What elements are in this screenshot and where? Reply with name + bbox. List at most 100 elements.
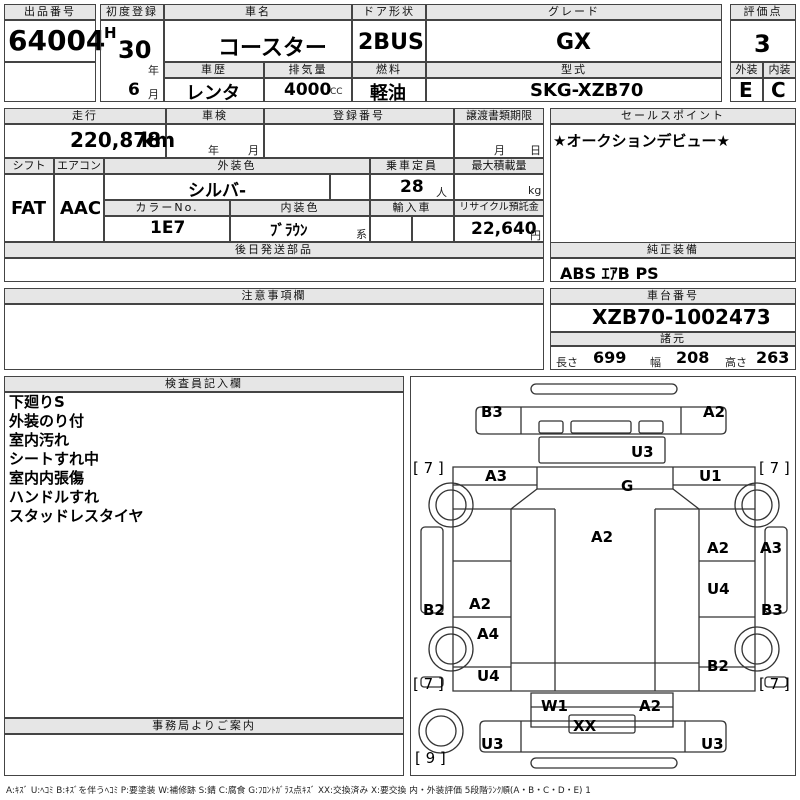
history-header: 車歴 xyxy=(164,62,264,78)
length: 699 xyxy=(593,348,627,367)
history: レンタ xyxy=(186,83,240,104)
exterior-grade: E xyxy=(739,78,753,102)
color-no: 1E7 xyxy=(150,218,186,238)
int-color-cell xyxy=(230,216,370,242)
equipment: ABS ｴｱB PS xyxy=(560,264,659,283)
lot-no-blank xyxy=(4,62,96,102)
damage-mark: B2 xyxy=(423,601,445,619)
car-name: コースター xyxy=(218,36,327,61)
damage-mark: U4 xyxy=(707,580,730,598)
damage-mark: U3 xyxy=(481,735,504,753)
bus-outline xyxy=(418,383,788,769)
lot-no: 64004 xyxy=(8,24,106,57)
fuel: 軽油 xyxy=(370,83,406,104)
inspection-month-unit: 月 xyxy=(248,144,259,157)
ac-cell xyxy=(54,174,104,242)
model-header: 型式 xyxy=(426,62,722,78)
displacement-unit: CC xyxy=(330,87,343,97)
shift-cell xyxy=(4,174,54,242)
era: H xyxy=(104,24,117,42)
car-name-header: 車名 xyxy=(164,4,352,20)
mileage-cell xyxy=(4,124,166,158)
door-cell xyxy=(352,20,426,62)
damage-mark: B3 xyxy=(481,403,503,421)
tire-depth: [ 9 ] xyxy=(415,749,446,767)
damage-mark: A4 xyxy=(477,625,500,643)
equipment-cell xyxy=(550,258,796,282)
capacity: 28 xyxy=(400,177,424,197)
tire-depth: [ 7 ] xyxy=(413,675,444,693)
transfer-day-unit: 日 xyxy=(530,144,541,157)
recycle-header: リサイクル預託金 xyxy=(454,200,544,216)
ext-color-extra xyxy=(330,174,370,200)
recycle-unit: 円 xyxy=(530,229,541,242)
tire-depth: [ 7 ] xyxy=(413,459,444,477)
history-cell xyxy=(164,78,264,102)
mileage-header: 走行 xyxy=(4,108,166,124)
reg-year: 30 xyxy=(118,36,152,64)
sales-point: ★オークションデビュー★ xyxy=(553,132,730,150)
door-type: 2BUS xyxy=(358,30,424,55)
inspector-note: スタッドレスタイヤ xyxy=(9,507,144,525)
damage-mark: U3 xyxy=(701,735,724,753)
displacement-cell xyxy=(264,78,352,102)
damage-mark: XX xyxy=(573,717,597,735)
damage-mark: A2 xyxy=(591,528,614,546)
damage-mark: A2 xyxy=(469,595,492,613)
damage-mark: W1 xyxy=(541,697,568,715)
inspector-cell xyxy=(4,392,404,718)
notes-header: 注意事項欄 xyxy=(4,288,544,304)
inspection-cell xyxy=(166,124,264,158)
displacement: 4000 xyxy=(284,80,332,100)
damage-diagram: B3 A2 U3 G A3 U1 A2 A2 A3 U4 B2 A2 A4 B3… xyxy=(410,376,796,776)
capacity-unit: 人 xyxy=(436,186,447,199)
door-header: ドア形状 xyxy=(352,4,426,20)
chassis-header: 車台番号 xyxy=(550,288,796,304)
transfer-month-unit: 月 xyxy=(494,144,505,157)
color-no-cell xyxy=(104,216,230,242)
damage-mark: G xyxy=(621,477,634,495)
reg-month-unit: 月 xyxy=(148,88,159,101)
equipment-header: 純正装備 xyxy=(550,242,796,258)
office-header: 事務局よりご案内 xyxy=(4,718,404,734)
inspector-note: 下廻りS xyxy=(9,393,65,411)
max-load-header: 最大積載量 xyxy=(454,158,544,174)
first-reg-header: 初度登録 xyxy=(100,4,164,20)
interior-grade: C xyxy=(771,78,786,102)
ext-color-header: 外装色 xyxy=(104,158,370,174)
shift-header: シフト xyxy=(4,158,54,174)
displacement-header: 排気量 xyxy=(264,62,352,78)
notes-cell xyxy=(4,304,544,370)
damage-mark: U4 xyxy=(477,667,500,685)
height: 263 xyxy=(756,348,790,367)
damage-mark: B2 xyxy=(707,657,729,675)
inspection-year-unit: 年 xyxy=(208,144,219,157)
height-label: 高さ xyxy=(725,356,747,369)
lot-no-cell xyxy=(4,20,96,62)
office-cell xyxy=(4,734,404,776)
damage-mark: A3 xyxy=(485,467,508,485)
inspection-header: 車検 xyxy=(166,108,264,124)
chassis-cell xyxy=(550,304,796,332)
exterior-cell xyxy=(730,78,763,102)
shift: FAT xyxy=(11,198,47,219)
model-cell xyxy=(426,78,722,102)
int-color: ﾌﾞﾗｳﾝ xyxy=(270,221,308,239)
color-no-header: カラーNo. xyxy=(104,200,230,216)
reg-month: 6 xyxy=(128,80,140,100)
int-color-header: 内装色 xyxy=(230,200,370,216)
grade-cell xyxy=(426,20,722,62)
capacity-header: 乗車定員 xyxy=(370,158,454,174)
ext-color: シルバ- xyxy=(188,181,247,201)
import-header: 輸入車 xyxy=(370,200,454,216)
reg-year-unit: 年 xyxy=(148,64,159,77)
transfer-cell xyxy=(454,124,544,158)
recycle-fee: 22,640 xyxy=(471,219,537,239)
width-label: 幅 xyxy=(650,356,661,369)
inspector-note: ハンドルすれ xyxy=(9,488,100,506)
lot-no-header: 出品番号 xyxy=(4,4,96,20)
damage-mark: A2 xyxy=(707,539,730,557)
interior-cell xyxy=(763,78,796,102)
inspector-note: 外装のり付 xyxy=(9,412,85,430)
interior-header: 内装 xyxy=(763,62,796,78)
